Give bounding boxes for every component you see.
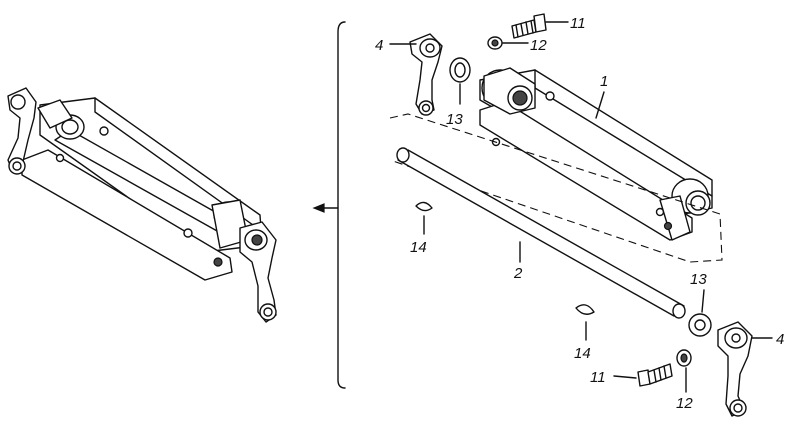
callout-12-top: 12 [530, 37, 547, 54]
callout-13-bottom: 13 [690, 271, 707, 288]
part-13-washer-top [449, 57, 471, 83]
assembly-bracket [312, 21, 346, 389]
callout-12-bottom: 12 [676, 395, 693, 412]
callout-11-top: 11 [570, 15, 586, 32]
callout-1: 1 [600, 73, 608, 90]
part-11-bolt-bottom [637, 363, 673, 387]
callout-14-left: 14 [410, 239, 427, 256]
part-1-frame [479, 67, 713, 241]
callout-13-top: 13 [446, 111, 463, 128]
part-13-washer-bottom [688, 313, 712, 337]
callout-4-bottom: 4 [776, 331, 784, 348]
assembled-rocker-arm-shaft [7, 87, 277, 323]
callout-2: 2 [513, 265, 523, 282]
part-12-nut-bottom [676, 349, 692, 367]
callout-14-bottom: 14 [574, 345, 591, 362]
part-14-key-bottom [575, 304, 595, 315]
callout-11-bottom: 11 [590, 369, 606, 386]
callout-4-top: 4 [375, 37, 383, 54]
part-14-key-left [415, 201, 433, 212]
callout-labels: 11 12 4 13 1 2 14 13 4 14 11 12 [375, 15, 784, 412]
part-2-shaft [389, 113, 723, 319]
part-4-rocker-arm-bottom [717, 321, 753, 417]
part-11-bolt-top [511, 13, 547, 39]
part-12-nut-top [487, 36, 503, 50]
leader-lines [389, 21, 773, 393]
part-4-rocker-arm-top [409, 33, 443, 116]
